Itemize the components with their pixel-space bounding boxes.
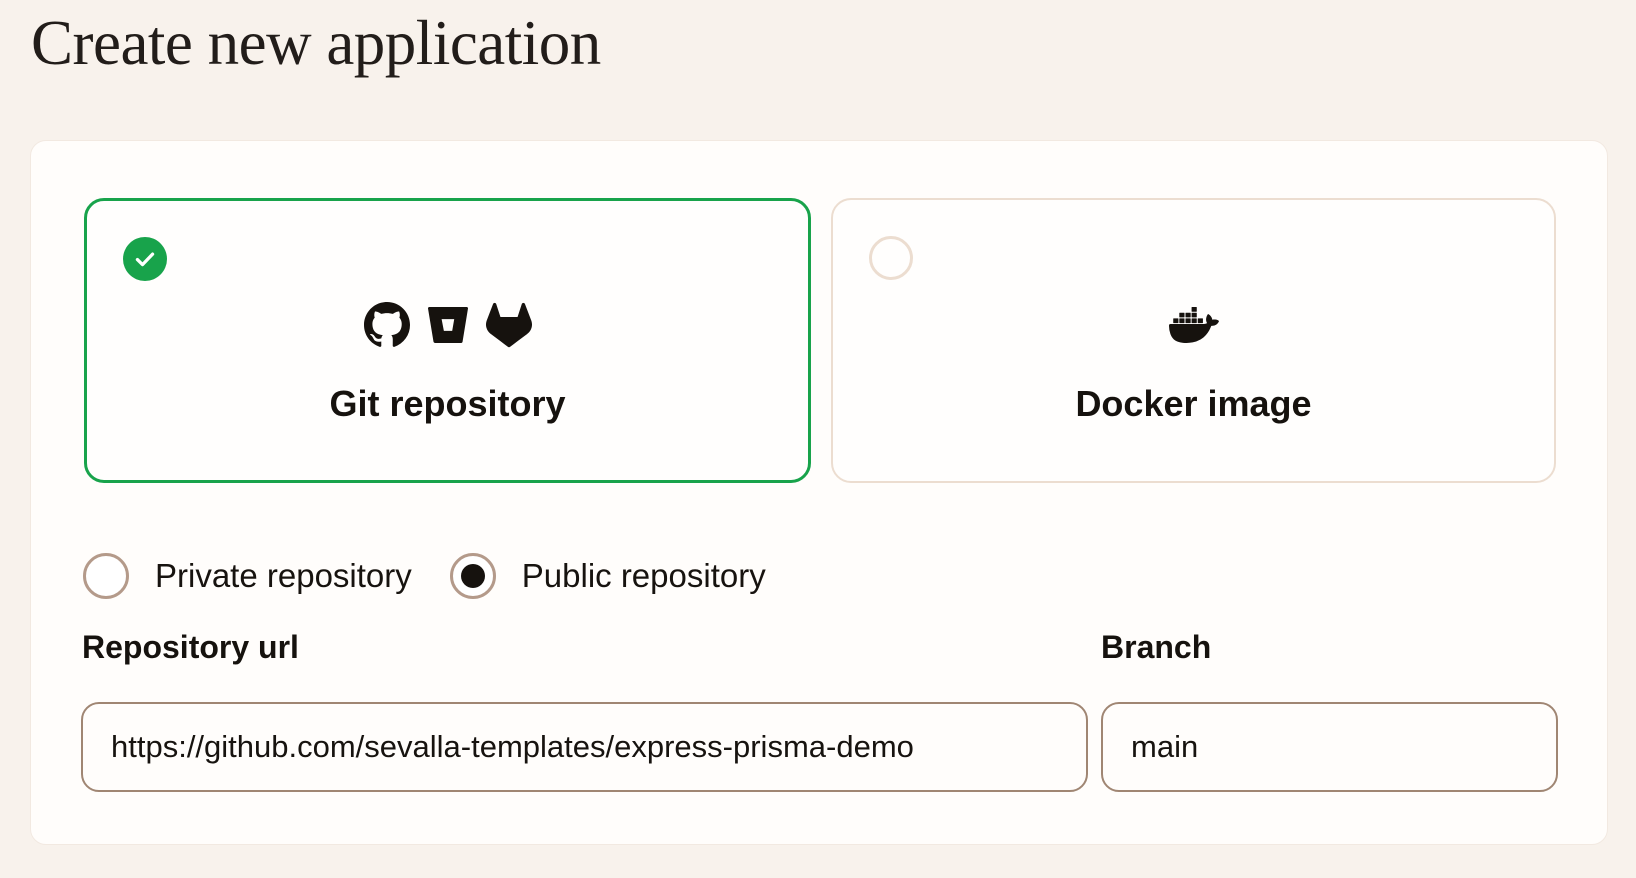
form-panel: Git repository Docker image Private repo… (30, 140, 1608, 845)
repository-url-label: Repository url (82, 629, 299, 665)
source-card-git-repository[interactable]: Git repository (84, 198, 811, 483)
git-providers-icon-row (363, 301, 532, 349)
radio-private-repository[interactable]: Private repository (83, 553, 412, 599)
docker-image-card-label: Docker image (1075, 382, 1312, 424)
unselected-radio-indicator (869, 236, 913, 280)
repository-visibility-radio-group: Private repository Public repository (83, 553, 766, 599)
radio-private-label: Private repository (155, 557, 412, 594)
source-card-docker-image[interactable]: Docker image (831, 198, 1556, 483)
radio-selected-dot (460, 564, 485, 588)
radio-public-label: Public repository (521, 557, 766, 594)
gitlab-icon (485, 302, 532, 347)
radio-private-circle[interactable] (83, 553, 129, 599)
page-title: Create new application (31, 8, 601, 78)
selected-check-icon (123, 237, 167, 281)
bitbucket-icon (427, 306, 468, 343)
branch-label: Branch (1101, 629, 1212, 665)
radio-public-repository[interactable]: Public repository (449, 553, 766, 599)
docker-icon (1168, 306, 1219, 343)
git-repository-card-label: Git repository (329, 382, 566, 424)
docker-icon-row (1168, 301, 1219, 349)
repository-url-input[interactable] (81, 702, 1088, 792)
github-icon (363, 301, 410, 347)
branch-input[interactable] (1101, 702, 1558, 792)
radio-public-circle[interactable] (449, 553, 496, 599)
